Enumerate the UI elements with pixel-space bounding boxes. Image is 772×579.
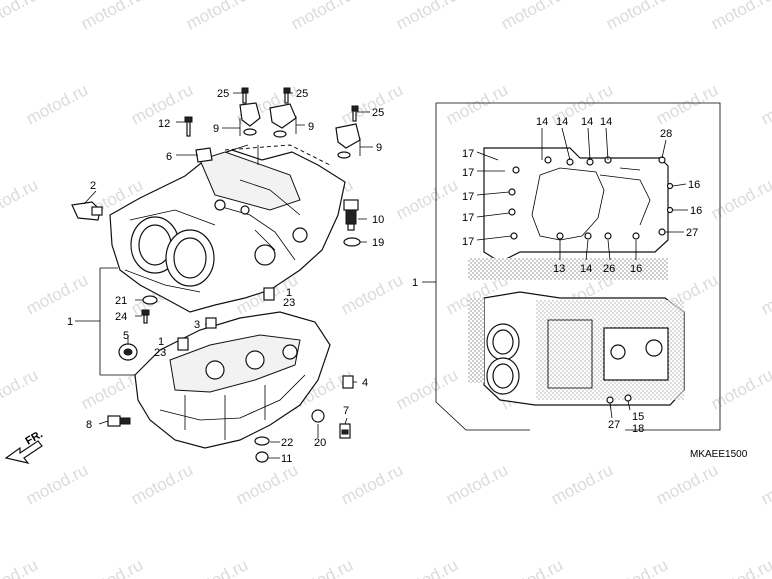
watermark-text: motod.ru [498,0,566,34]
watermark-text: motod.ru [78,0,146,34]
callout-9-a: 9 [213,123,219,135]
watermark-text: motod.ru [758,460,772,508]
callout-26: 26 [603,263,615,275]
watermark-text: motod.ru [758,80,772,128]
watermark-text: motod.ru [78,365,146,413]
watermark-text: motod.ru [288,555,356,579]
watermark-text: motod.ru [23,460,91,508]
watermark-text: motod.ru [603,555,671,579]
watermark-text: motod.ru [708,0,772,34]
callout-22: 22 [281,437,293,449]
watermark-text: motod.ru [653,80,721,128]
callout-1-dowel-upper: 1 [286,287,292,299]
watermark-text: motod.ru [338,80,406,128]
callout-23-upper: 23 [283,297,295,309]
watermark-text: motod.ru [338,460,406,508]
callout-7: 7 [343,405,349,417]
callout-17-d: 17 [462,212,474,224]
small-parts-left [71,87,361,463]
callout-8: 8 [86,419,92,431]
callout-1-right: 1 [412,277,418,289]
callout-17-a: 17 [462,148,474,160]
watermark-text: motod.ru [498,555,566,579]
watermark-text: motod.ru [653,460,721,508]
callout-17-c: 17 [462,191,474,203]
watermark-text: motod.ru [393,0,461,34]
callout-25-c: 25 [372,107,384,119]
watermark-text: motod.ru [708,555,772,579]
watermark-text: motod.ru [0,555,41,579]
callout-9-b: 9 [308,121,314,133]
watermark-text: motod.ru [443,460,511,508]
callout-17-e: 17 [462,236,474,248]
watermark-text: motod.ru [0,365,41,413]
callout-28: 28 [660,128,672,140]
watermark-text: motod.ru [0,0,41,34]
callout-6: 6 [166,151,172,163]
callout-27-b: 27 [608,419,620,431]
callout-20: 20 [314,437,326,449]
watermark-text: motod.ru [393,175,461,223]
callout-15: 15 [632,411,644,423]
leader-lines [75,92,688,459]
watermark-text: motod.ru [603,0,671,34]
callout-27-a: 27 [686,227,698,239]
detail-box [435,102,721,431]
callout-25-a: 25 [217,88,229,100]
callout-18: 18 [632,423,644,435]
watermark-text: motod.ru [23,270,91,318]
callout-17-b: 17 [462,167,474,179]
right-top-view [468,147,674,280]
callout-14-c: 14 [581,116,593,128]
callout-2: 2 [90,180,96,192]
lower-crankcase [134,311,331,449]
watermark-text: motod.ru [393,555,461,579]
callout-14-a: 14 [536,116,548,128]
watermark-text: motod.ru [708,175,772,223]
callout-13: 13 [553,263,565,275]
callout-10: 10 [372,214,384,226]
callout-1-main: 1 [67,316,73,328]
watermark-text: motod.ru [183,555,251,579]
callout-3: 3 [194,319,200,331]
right-bottom-view [468,291,685,406]
watermark-text: motod.ru [233,460,301,508]
watermark-text: motod.ru [78,555,146,579]
watermark-text: motod.ru [288,0,356,34]
callout-14-e: 14 [580,263,592,275]
callout-24: 24 [115,311,127,323]
callout-19: 19 [372,237,384,249]
callout-21: 21 [115,295,127,307]
watermark-text: motod.ru [0,175,41,223]
callout-14-b: 14 [556,116,568,128]
callout-16-a: 16 [688,179,700,191]
callout-labels: 1 1 1 1 2 3 4 5 6 7 8 9 9 9 10 11 12 19 … [67,88,702,465]
callout-16-b: 16 [690,205,702,217]
watermark-text: motod.ru [183,0,251,34]
watermark-text: motod.ru [548,460,616,508]
callout-23-lower: 23 [154,347,166,359]
front-direction-arrow: FR. [4,428,45,464]
watermark-text: motod.ru [708,365,772,413]
watermark-text: motod.ru [338,270,406,318]
callout-14-d: 14 [600,116,612,128]
callout-11: 11 [281,453,292,465]
watermark-text: motod.ru [23,80,91,128]
watermark-text: motod.ru [443,80,511,128]
callout-9-c: 9 [376,142,382,154]
callout-5: 5 [123,330,129,342]
callout-25-b: 25 [296,88,308,100]
watermark-text: motod.ru [128,460,196,508]
callout-1-dowel-lower: 1 [158,336,164,348]
diagram-code: MKAEE1500 [690,449,748,460]
callout-4: 4 [362,377,368,389]
watermark-text: motod.ru [758,270,772,318]
watermark-text: motod.ru [393,365,461,413]
callout-16-c: 16 [630,263,642,275]
upper-crankcase [109,144,346,313]
callout-12: 12 [158,118,170,130]
